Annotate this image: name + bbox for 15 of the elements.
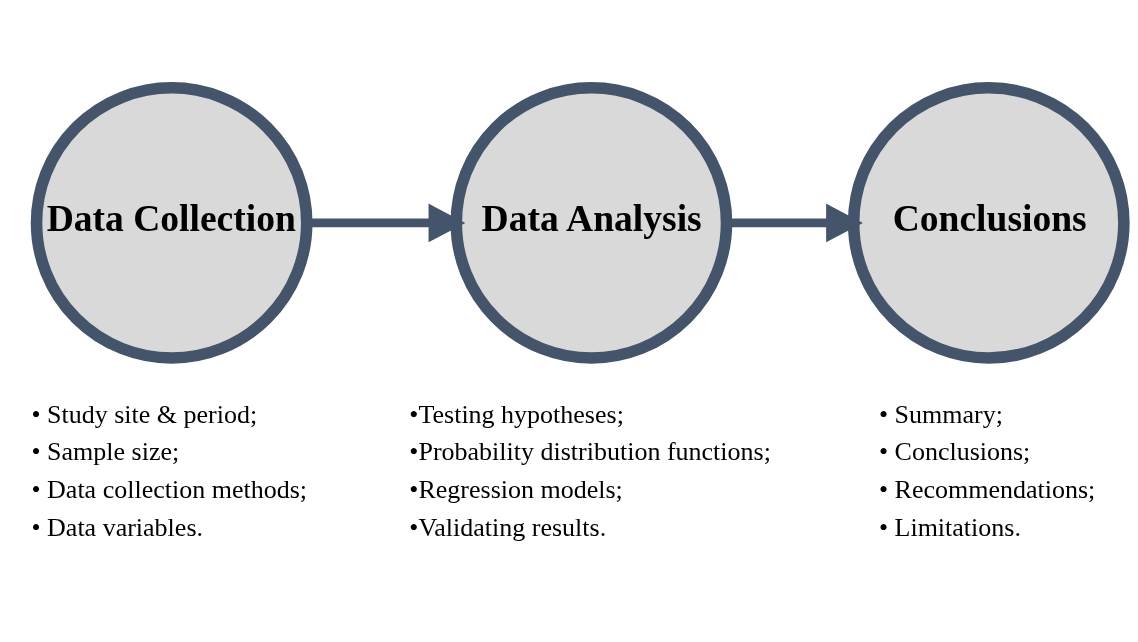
node-circle: Data Collection	[30, 81, 313, 364]
node-label: •Regression models;	[409, 474, 623, 504]
node-label: •Validating results.	[409, 512, 607, 542]
node-label: • Data variables.	[31, 512, 204, 542]
node-label: • Recommendations;	[878, 474, 1096, 504]
node-label: • Sample size;	[31, 436, 180, 466]
node-circle: Data Analysis	[450, 81, 733, 364]
node-label: • Limitations.	[878, 512, 1021, 542]
node-label: • Study site & period;	[31, 399, 258, 429]
node-circle: Conclusions	[847, 81, 1130, 364]
node-label: • Data collection methods;	[31, 474, 308, 504]
node-label: •Testing hypotheses;	[409, 399, 624, 429]
node-label: •Probability distribution functions;	[409, 436, 771, 466]
node-label: • Summary;	[878, 399, 1003, 429]
node-label: • Conclusions;	[878, 436, 1031, 466]
